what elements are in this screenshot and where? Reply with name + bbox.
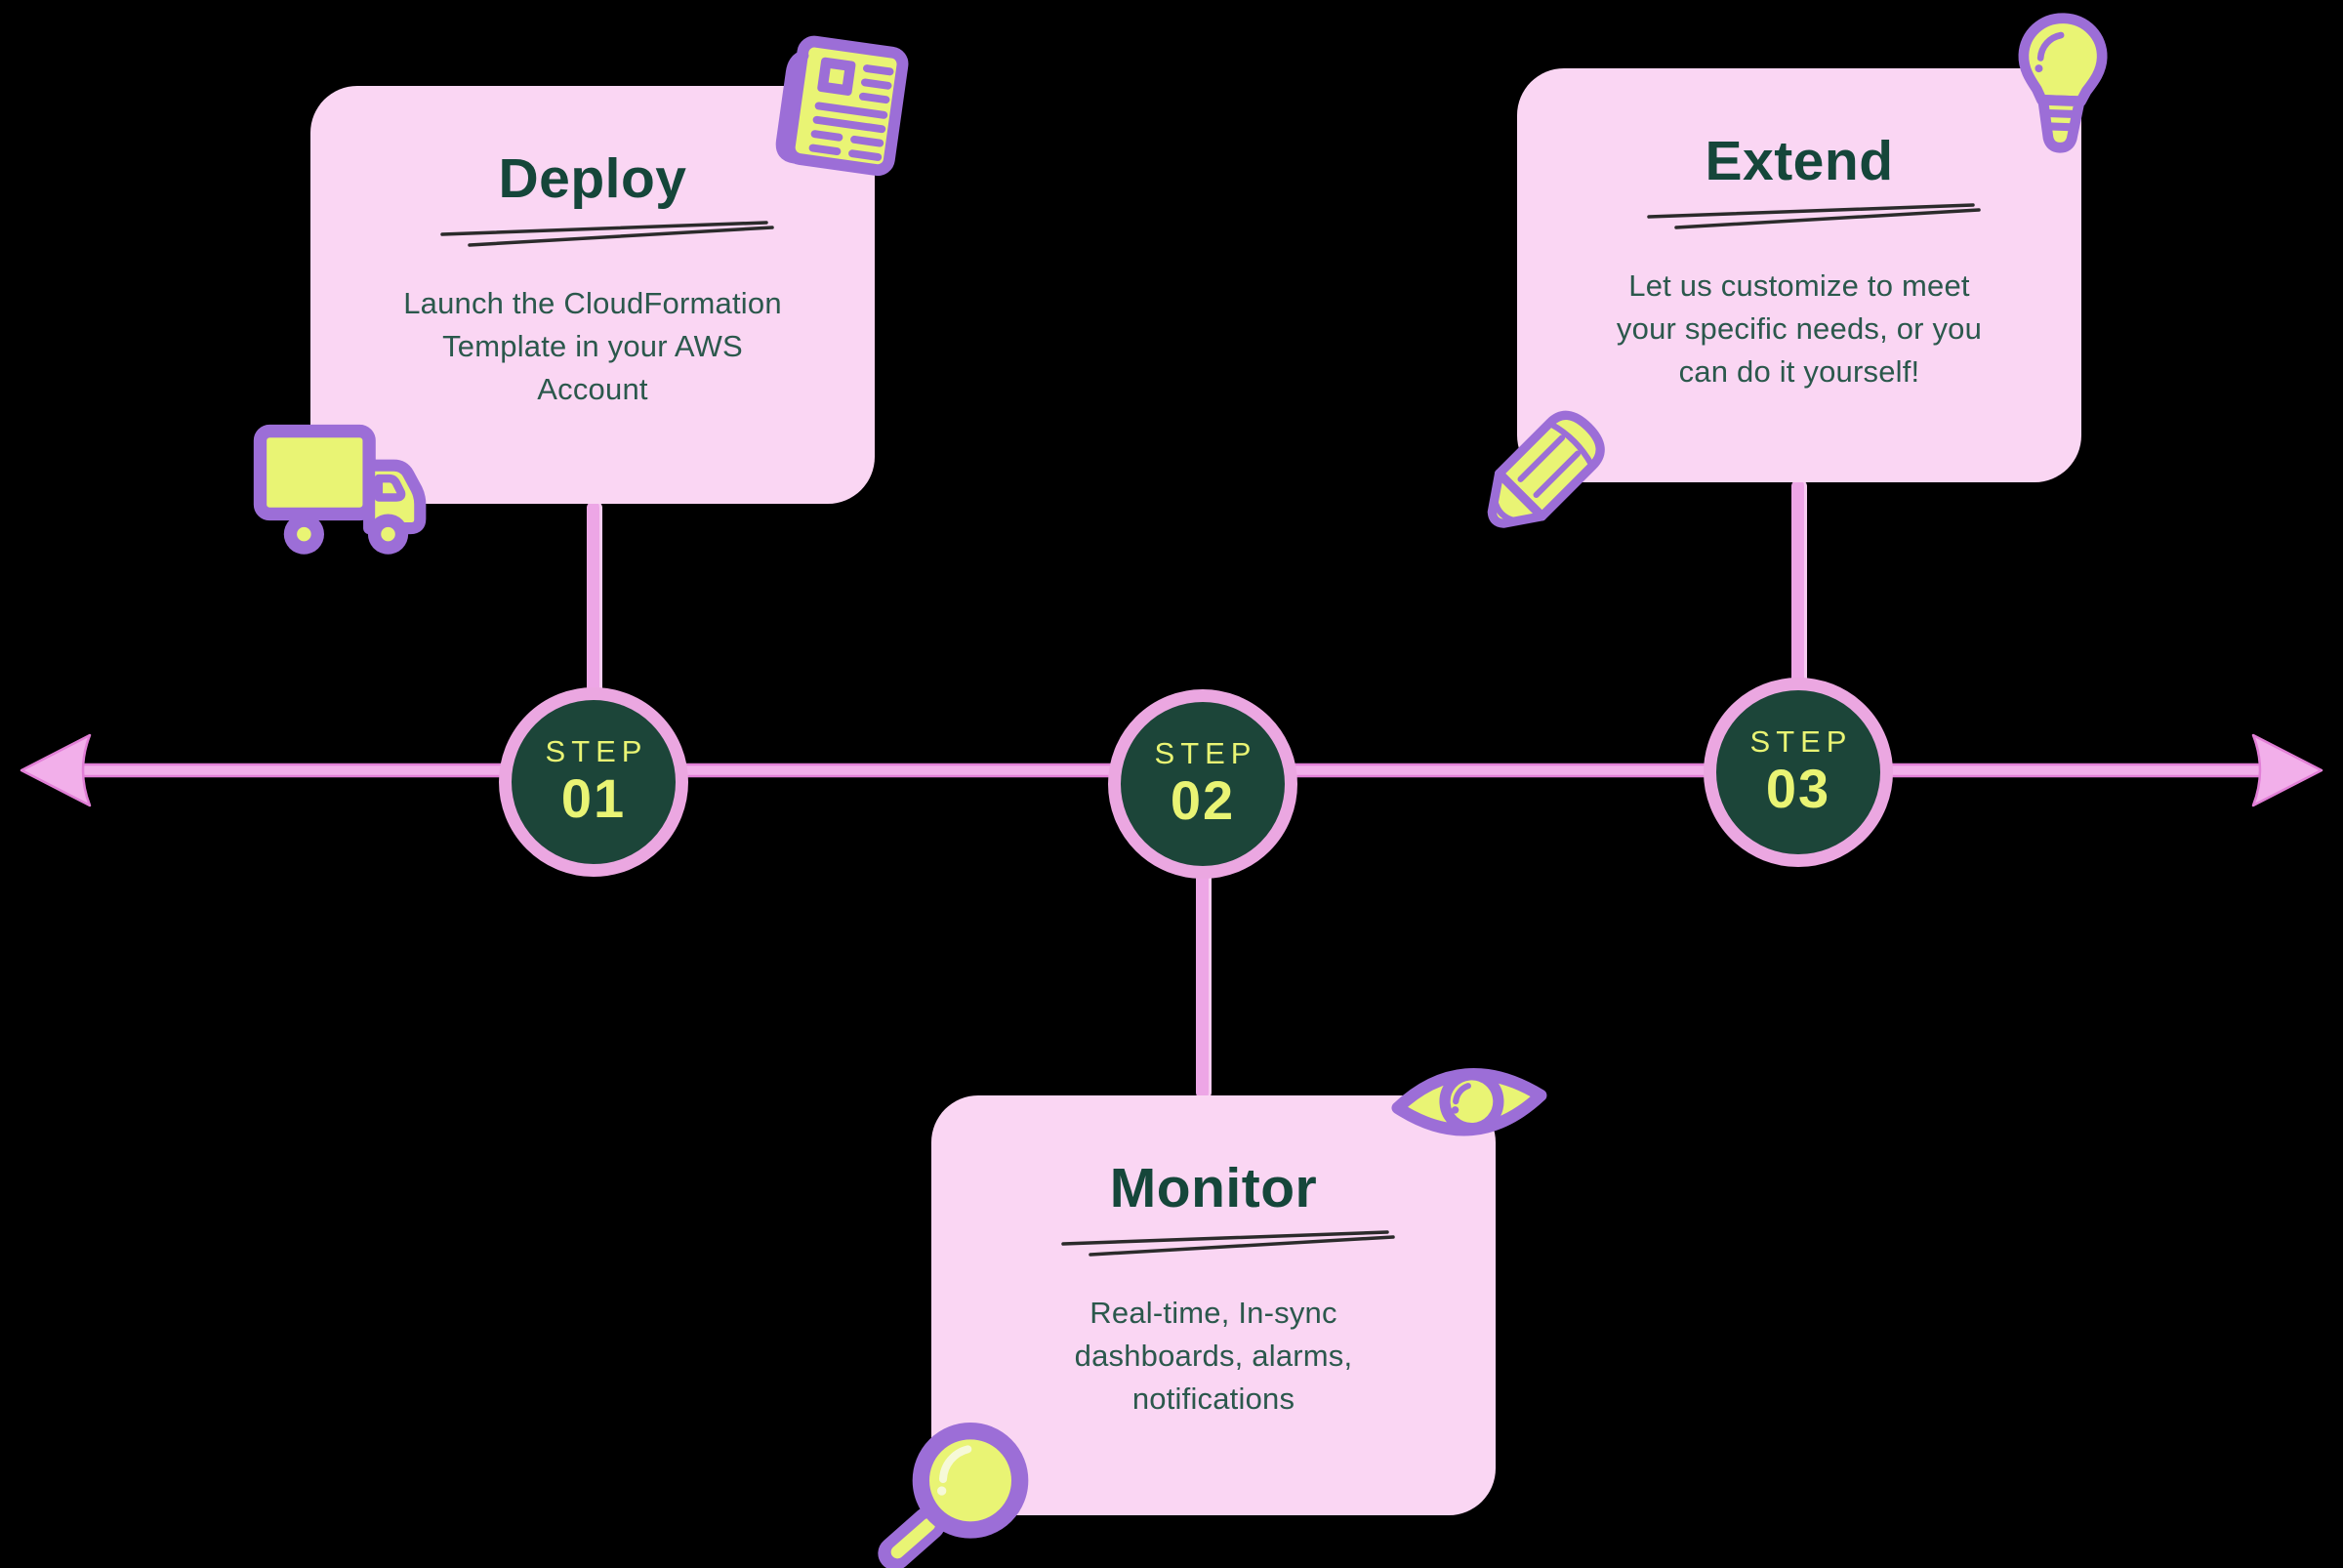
extend-card: Extend Let us customize to meet your spe… bbox=[1517, 68, 2081, 482]
deploy-card-title: Deploy bbox=[498, 147, 687, 210]
right-arrowhead bbox=[2251, 733, 2323, 807]
title-underline-decoration bbox=[1647, 202, 1981, 229]
title-underline-decoration bbox=[440, 220, 774, 247]
monitor-card-title: Monitor bbox=[1109, 1157, 1318, 1219]
step-03-badge: STEP 03 bbox=[1704, 678, 1893, 867]
step-03-number: 03 bbox=[1765, 758, 1831, 820]
extend-card-body: Let us customize to meet your specific n… bbox=[1616, 268, 1983, 389]
connector-extend bbox=[1791, 480, 1807, 687]
step-02-label: STEP bbox=[1154, 736, 1257, 771]
extend-card-title: Extend bbox=[1705, 130, 1894, 192]
lightbulb-icon bbox=[2018, 13, 2108, 153]
delivery-truck-icon bbox=[253, 424, 427, 555]
left-arrowhead bbox=[20, 733, 92, 807]
step-02-badge: STEP 02 bbox=[1108, 689, 1297, 879]
step-03-label: STEP bbox=[1749, 724, 1853, 760]
deploy-card-body: Launch the CloudFormation Template in yo… bbox=[403, 285, 782, 406]
step-01-badge: STEP 01 bbox=[499, 687, 688, 877]
eye-icon bbox=[1391, 1067, 1547, 1136]
connector-deploy bbox=[587, 502, 602, 697]
monitor-card: Monitor Real-time, In-sync dashboards, a… bbox=[931, 1095, 1496, 1515]
step-01-number: 01 bbox=[560, 767, 627, 830]
pencil-icon bbox=[1487, 410, 1605, 528]
step-01-label: STEP bbox=[545, 734, 648, 769]
connector-monitor bbox=[1196, 872, 1212, 1098]
monitor-card-body: Real-time, In-sync dashboards, alarms, n… bbox=[1074, 1295, 1353, 1416]
title-underline-decoration bbox=[1061, 1229, 1395, 1257]
step-02-number: 02 bbox=[1170, 769, 1236, 832]
newspaper-icon bbox=[775, 35, 909, 177]
magnifying-glass-icon bbox=[878, 1423, 1029, 1568]
